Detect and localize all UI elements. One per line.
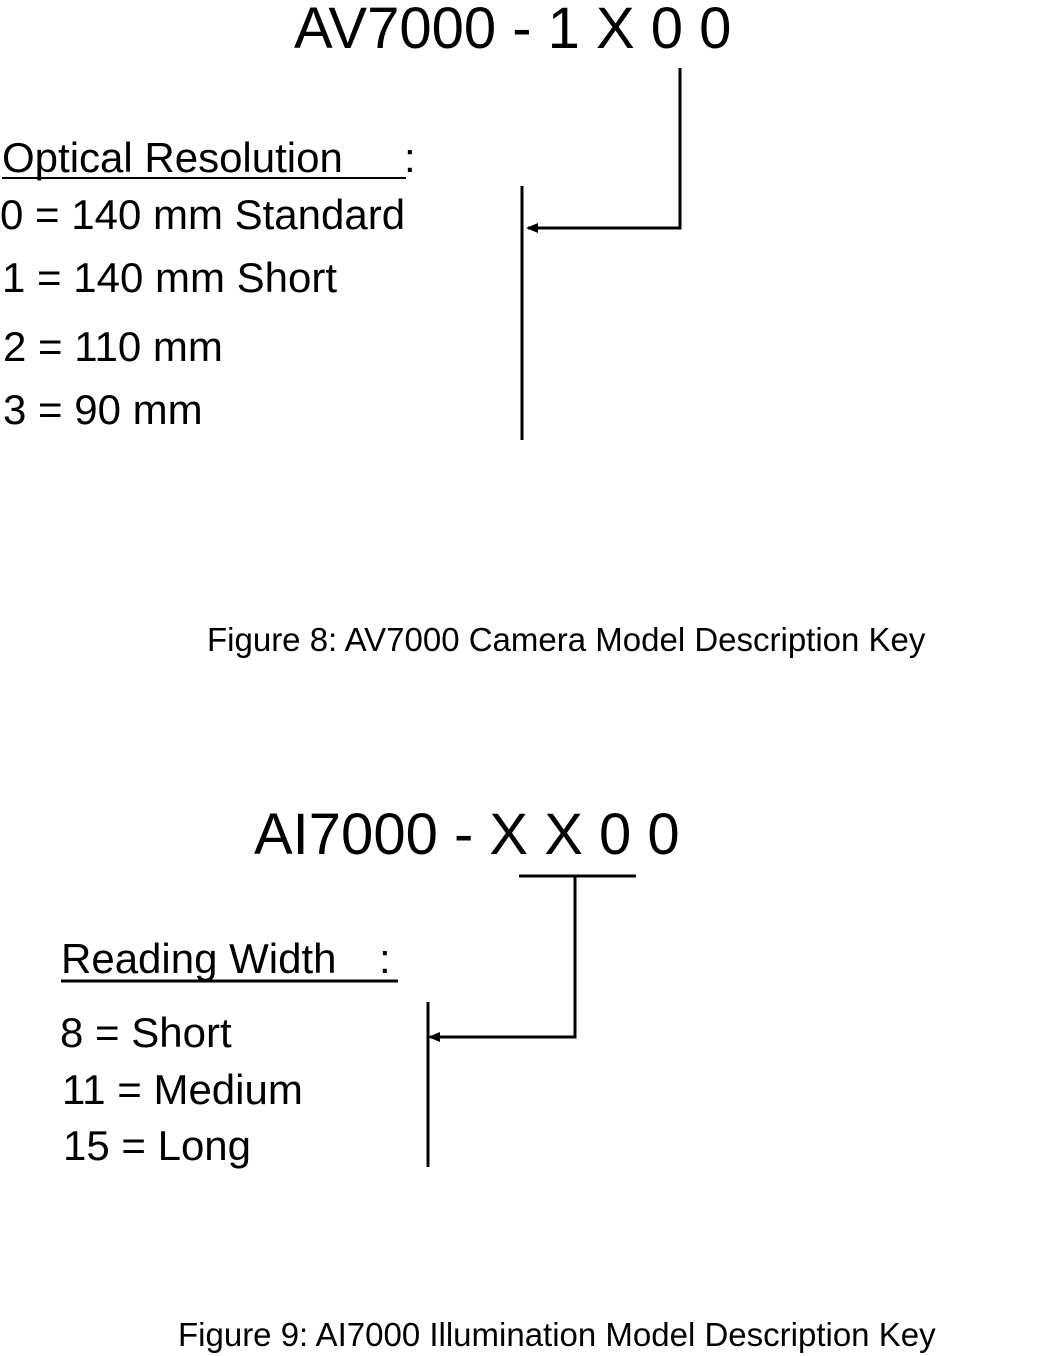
av7000-option: 2 = 110 mm	[3, 323, 223, 370]
ai7000-heading-colon: :	[379, 935, 391, 982]
ai7000-selector-arrow	[428, 876, 577, 1042]
ai7000-model-code: AI7000 - X X 0 0	[254, 806, 680, 864]
av7000-option: 1 = 140 mm Short	[2, 254, 337, 301]
ai7000-option: 15 = Long	[63, 1122, 252, 1169]
ai7000-model-prefix: AI7000 -	[254, 802, 474, 867]
av7000-model-code: AV7000 - 1 X 0 0	[294, 0, 732, 61]
ai7000-option: 8 = Short	[60, 1009, 232, 1056]
av7000-option: 3 = 90 mm	[3, 386, 203, 433]
av7000-heading-colon: :	[404, 134, 416, 181]
av7000-option: 0 = 140 mm Standard	[0, 191, 406, 238]
ai7000-model-selected: X X	[489, 802, 583, 867]
ai7000-option: 11 = Medium	[62, 1066, 303, 1113]
ai7000-caption: Figure 9: AI7000 Illumination Model Desc…	[178, 1316, 936, 1353]
av7000-selector-arrow	[526, 68, 682, 233]
ai7000-heading: Reading Width	[61, 935, 337, 982]
ai7000-model-suffix: 0 0	[599, 802, 680, 867]
av7000-caption: Figure 8: AV7000 Camera Model Descriptio…	[207, 621, 926, 658]
av7000-heading: Optical Resolution	[2, 134, 343, 181]
